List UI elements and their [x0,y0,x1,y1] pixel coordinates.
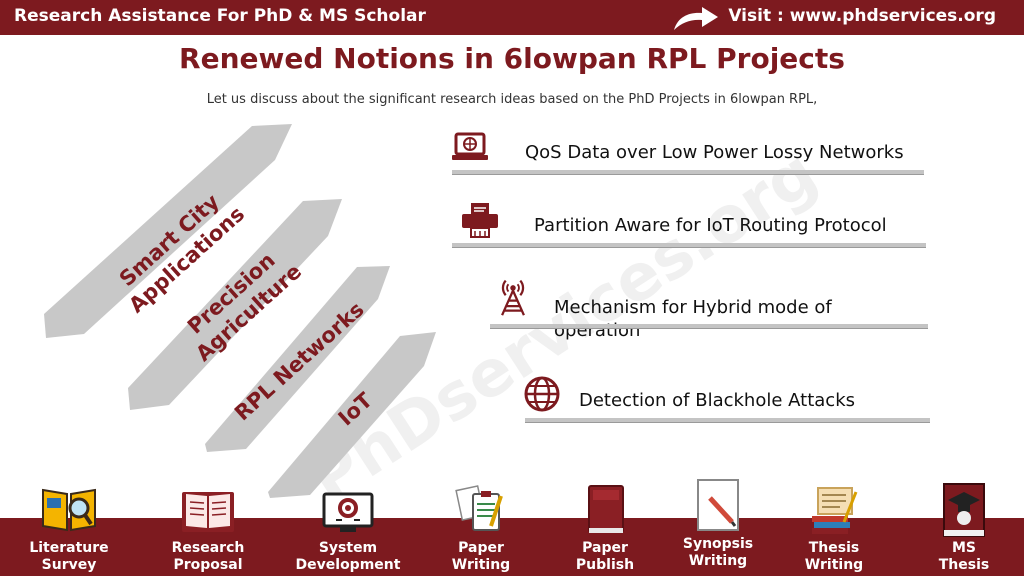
arrow-precision-agriculture [128,199,342,410]
service-label-line1: Literature [29,540,109,556]
globe-icon [524,376,560,412]
open-book-magnifier-icon [42,488,96,532]
service-label-line1: Research [171,540,245,556]
service-label-line1: System [318,540,378,556]
arrow-iot [268,332,436,498]
arrow-smart-city [44,124,292,338]
page-subtitle: Let us discuss about the significant res… [206,92,818,107]
visit-link[interactable]: Visit : www.phdservices.org [728,6,996,26]
service-label-line1: Thesis [808,540,860,556]
service-label-line2: Thesis [938,557,990,573]
top-bar: Research Assistance For PhD & MS Scholar… [0,0,1024,35]
scroll-books-icon [812,487,858,534]
service-label-line2: Publish [575,557,635,573]
item-blackhole-detection: Detection of Blackhole Attacks [579,390,855,411]
service-label-line2: Writing [688,553,748,569]
service-label-line2: Survey [41,557,97,573]
header-title: Research Assistance For PhD & MS Scholar [14,6,426,26]
item-divider [452,170,924,175]
laptop-globe-icon [452,132,488,160]
service-label-line2: Writing [451,557,511,573]
service-label-line1: Paper [458,540,504,556]
monitor-gear-icon [322,492,374,532]
service-label-line2: Proposal [173,557,243,573]
page-title: Renewed Notions in 6lowpan RPL Projects [179,42,845,75]
service-label-line2: Writing [804,557,864,573]
service-label-line1: MS [951,540,976,556]
item-partition-aware: Partition Aware for IoT Routing Protocol [534,215,887,236]
paper-pen-icon [697,479,739,531]
item-divider [452,243,926,248]
item-hybrid-mode-line1: Mechanism for Hybrid mode of [554,297,832,318]
arrow-rpl-networks [205,266,390,452]
item-qos-data: QoS Data over Low Power Lossy Networks [525,142,904,163]
antenna-tower-icon [501,279,525,316]
item-divider [525,418,930,423]
service-label-line2: Development [295,557,401,573]
printer-icon [462,203,498,238]
service-label-line1: Paper [582,540,628,556]
service-label-line1: Synopsis [682,536,754,552]
graduation-book-icon [943,483,985,537]
share-arrow-icon [674,7,718,30]
book-icon [588,485,624,533]
clipboard-pen-icon [455,485,503,531]
open-book-icon [182,492,234,532]
services-bar [0,518,1024,576]
topic-arrows: Smart City Applications Precision Agricu… [44,124,436,498]
item-divider [490,324,928,329]
